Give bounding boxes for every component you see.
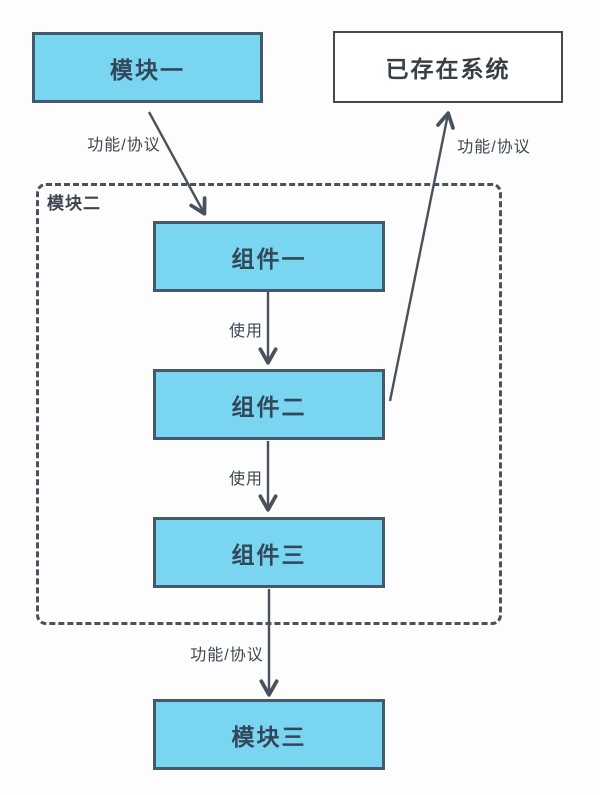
- node-module1: 模块一: [32, 32, 263, 103]
- edge-label-component3-to-module3: 功能/协议: [190, 647, 264, 664]
- node-module3-label: 模块三: [231, 723, 307, 750]
- node-component3: 组件三: [153, 517, 385, 588]
- node-module1-label: 模块一: [110, 56, 185, 83]
- edge-label-component1-to-component2: 使用: [228, 323, 264, 340]
- edge-label-module1-to-component1: 功能/协议: [87, 137, 161, 154]
- node-component2: 组件二: [153, 369, 385, 440]
- node-existing-system-label: 已存在系统: [385, 56, 511, 82]
- edge-label-component2-to-existing-system: 功能/协议: [457, 139, 531, 156]
- node-component2-label: 组件二: [231, 393, 307, 420]
- module2-group-label: 模块二: [47, 194, 101, 213]
- node-component1-label: 组件一: [231, 245, 307, 272]
- node-module3: 模块三: [153, 699, 385, 770]
- node-component1: 组件一: [153, 221, 385, 292]
- node-existing-system: 已存在系统: [333, 31, 563, 103]
- edge-label-component2-to-component3: 使用: [228, 471, 264, 488]
- node-component3-label: 组件三: [231, 541, 307, 568]
